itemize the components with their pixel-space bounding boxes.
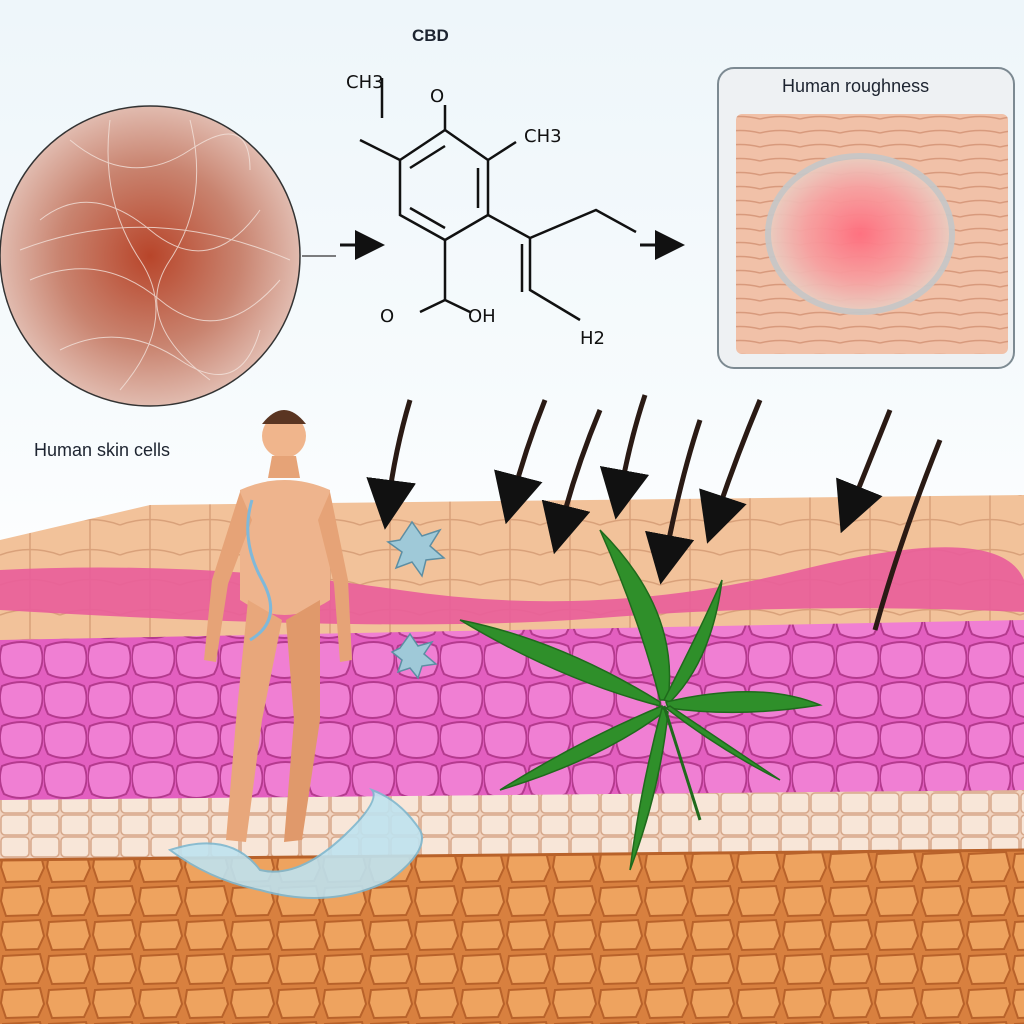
roughness-inset <box>717 67 1015 369</box>
chem-methyl-top: CH3 <box>346 72 384 93</box>
cannabis-leaf <box>459 529 823 871</box>
cbd-molecule-structure <box>359 78 637 322</box>
chem-hydroxyl: OH <box>468 306 496 327</box>
water-splash <box>167 787 423 899</box>
skin-cells-label: Human skin cells <box>34 440 171 460</box>
chem-methyl-right: CH3 <box>524 126 562 147</box>
skin-cells-circle <box>0 105 301 407</box>
skin-cross-section <box>0 495 1024 1024</box>
penetration-arrows <box>366 394 943 631</box>
nerve-cells <box>386 520 446 680</box>
chem-terminal-h2: H2 <box>580 328 605 349</box>
condition-label: Human roughness <box>782 76 930 96</box>
chem-ketone-oxygen: O <box>430 86 445 107</box>
chem-carboxyl-oxygen: O <box>380 306 395 327</box>
molecule-title: CBD <box>412 26 449 45</box>
human-figure <box>204 410 352 842</box>
